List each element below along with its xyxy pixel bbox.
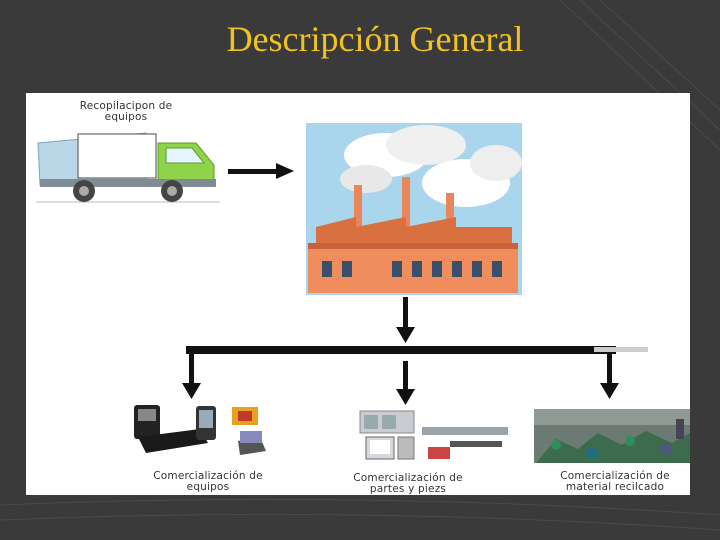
arrow-down-icon [396, 297, 415, 343]
distribution-bar [186, 346, 616, 354]
devices-icon [134, 405, 266, 455]
diagram-panel: Recopilacipon de equipos [26, 93, 690, 495]
output-label-equipos: Comercialización de equipos [153, 470, 263, 493]
recycled-material-icon [534, 409, 690, 463]
factory-icon [306, 123, 522, 295]
branch-arrow-center-icon [396, 361, 415, 405]
parts-icon [359, 410, 508, 460]
truck-icon [36, 132, 220, 203]
output-label-partes: Comercialización de partes y piezs [353, 472, 463, 495]
branch-arrow-left-icon [182, 351, 201, 399]
source-label: Recopilacipon de equipos [79, 100, 173, 123]
slide-title: Descripción General [226, 19, 524, 59]
branch-arrow-right-icon [600, 353, 619, 399]
arrow-right-icon [228, 163, 294, 179]
output-label-material: Comercialización de material recilcado [560, 470, 670, 493]
diagram-graphics [36, 123, 690, 463]
